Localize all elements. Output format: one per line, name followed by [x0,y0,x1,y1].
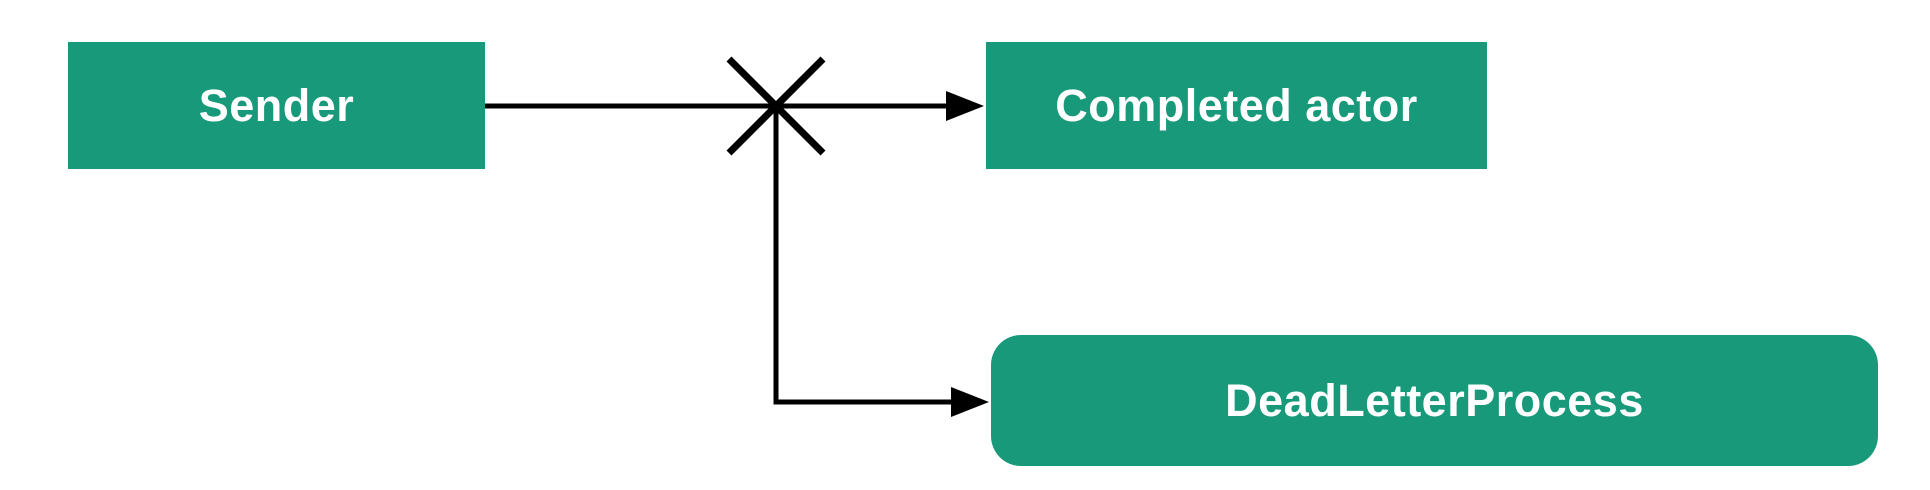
arrowhead-icon [951,387,989,417]
node-dead-letter-process: DeadLetterProcess [991,335,1878,466]
edge-cross-to-dead-letter-process [773,106,953,405]
node-completed-actor-label: Completed actor [1055,79,1418,131]
node-completed-actor: Completed actor [986,42,1487,169]
node-dead-letter-process-label: DeadLetterProcess [1225,374,1644,426]
arrowhead-icon [946,91,984,121]
node-sender-label: Sender [198,79,355,131]
node-sender: Sender [68,42,485,169]
